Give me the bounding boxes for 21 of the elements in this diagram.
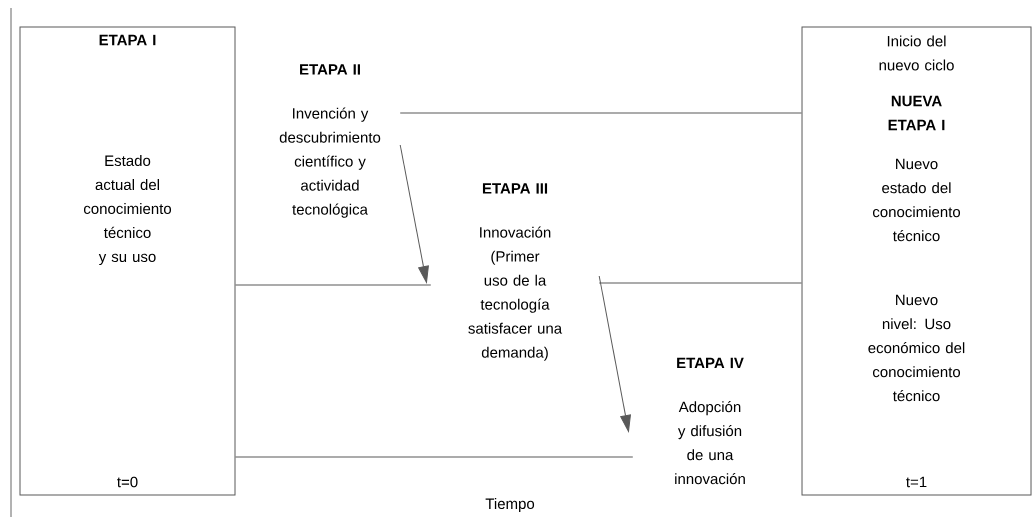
arrow [399,144,429,283]
stage-description: Innovación (Primer uso de la tecnología satisfacer una demanda) [468,226,563,361]
axis-label: Tiempo [485,498,535,512]
connector-line [598,282,802,284]
stage-description: t=1 [906,476,927,488]
arrow [598,275,631,432]
stage-description: t=0 [117,476,138,488]
stage-description: Nuevo estado del conocimiento técnico [872,158,961,242]
connector-line [399,112,802,114]
stage-description: Estado actual del conocimiento técnico y su uso [83,155,172,265]
connector-line [235,284,432,286]
stage-description: Adopción y difusión de una innovación [675,401,745,485]
stage-title: NUEVA ETAPA I [888,95,945,131]
stage-description: Invención y descubrimiento científico y actividad tecnológica [279,107,381,218]
stage-title: ETAPA IV [677,357,744,369]
stage-title: ETAPA III [482,183,548,194]
stage-title: ETAPA II [300,64,360,75]
connector-line [235,456,634,458]
stage-title: ETAPA I [99,34,156,46]
stage-description: Nuevo nivel: Uso económico del conocimiento técnico [868,294,965,402]
stage-description: Inicio del nuevo ciclo [879,35,954,71]
